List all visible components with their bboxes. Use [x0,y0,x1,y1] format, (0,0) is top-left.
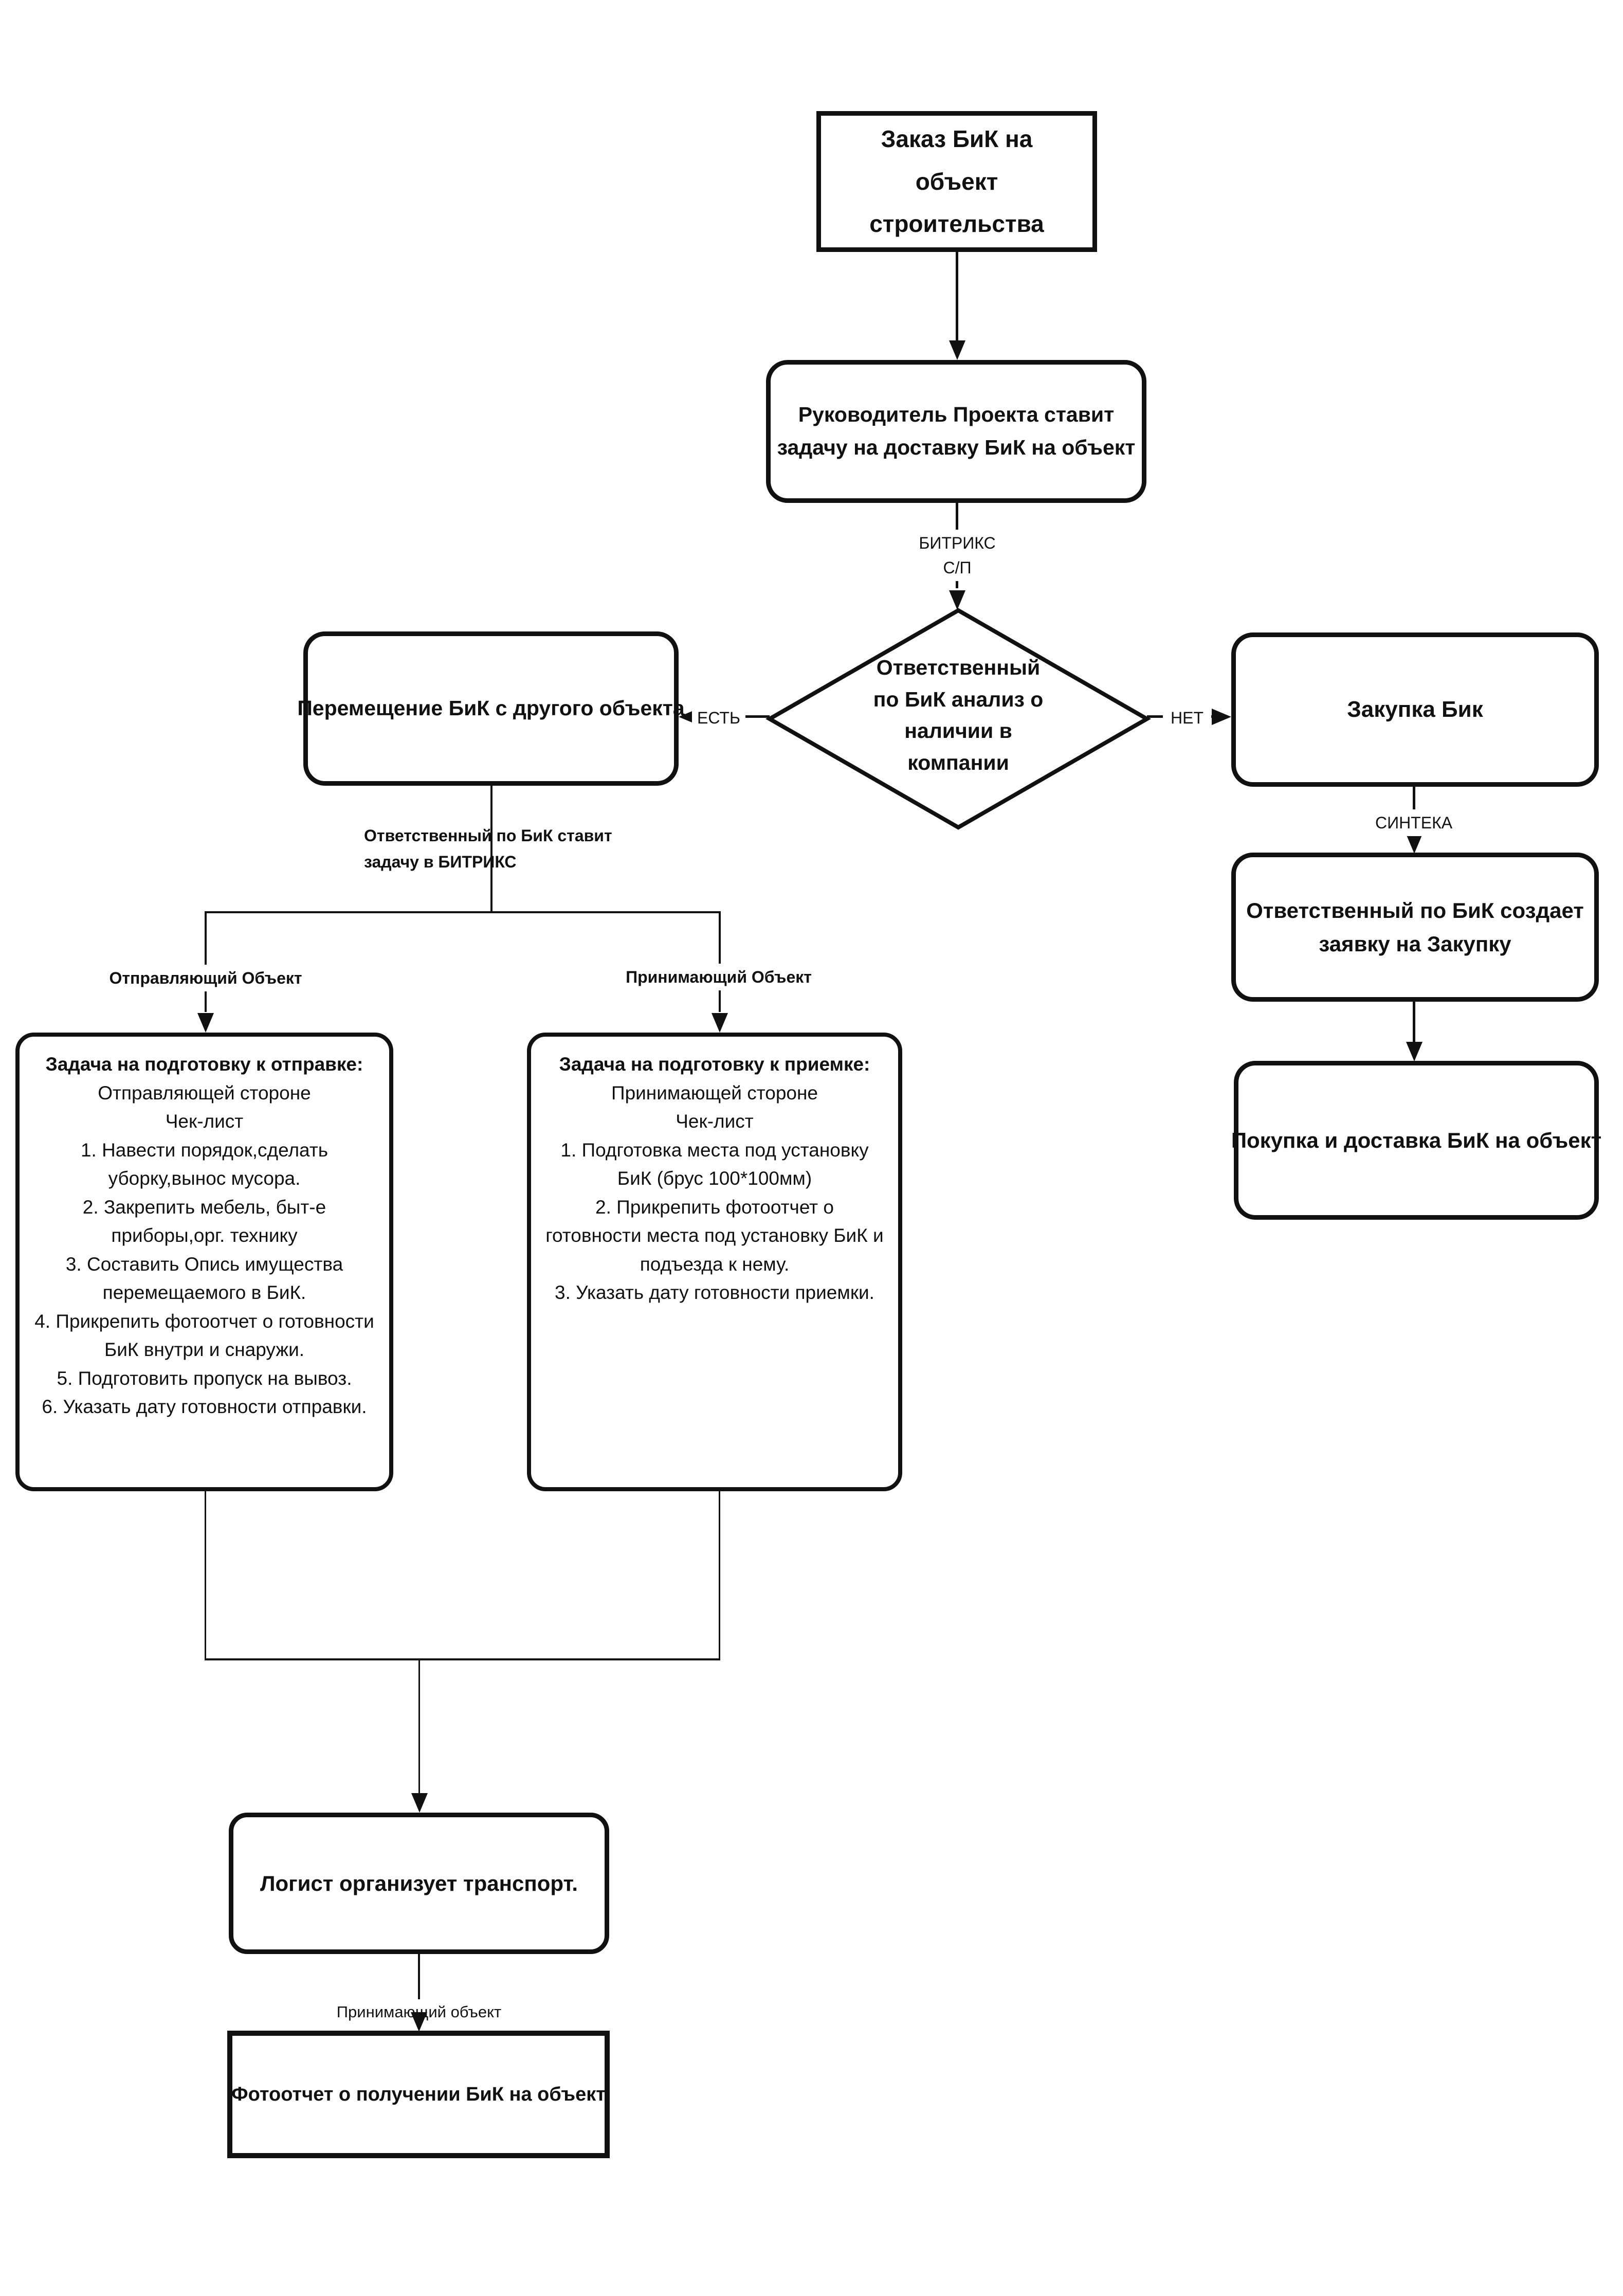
edge-start-pm [956,252,958,342]
node-move: Перемещение БиК с другого объекта [297,631,685,786]
send-checklist-listlabel: Чек-лист [165,1111,244,1132]
edge-split-left [205,913,207,1012]
arrowhead-no-icon [1212,709,1231,725]
edge-label-resp-task: Ответственный по БиК ставит задачу в БИТ… [364,826,612,872]
decision-diamond-shape [765,608,1152,830]
edge-merge-center [418,1660,420,1794]
arrowhead-receive-icon [712,1013,728,1033]
receive-checklist-subtitle: Принимающей стороне [611,1082,818,1104]
arrowhead-photo-icon [411,2012,427,2032]
receive-checklist-title: Задача на подготовку к приемке: [559,1054,870,1075]
arrowhead-start-pm-icon [949,340,965,360]
node-purchase: Закупка Бик [1231,632,1599,787]
purchase-delivery-label: Покупка и доставка БиК на объект [1231,1128,1602,1152]
edge-split-right [719,913,721,1012]
logistics-label: Логист организует транспорт. [260,1871,578,1895]
checklist-item: Подготовка места под установку БиК (брус… [545,1136,884,1193]
send-checklist-items: Навести порядок,сделать уборку,вынос мус… [34,1136,375,1421]
checklist-item: Навести порядок,сделать уборку,вынос мус… [34,1136,375,1193]
checklist-item: Прикрепить фотоотчет о готовности места … [545,1193,884,1279]
edge-move-split [490,786,493,912]
checklist-item: Составить Опись имущества перемещаемого … [34,1250,375,1307]
arrowhead-logistics-icon [411,1793,428,1813]
arrowhead-sinteka-icon [1406,834,1423,854]
edge-merge-left [205,1491,206,1660]
sp-line: С/П [943,558,972,577]
arrowhead-pm-decision-icon [949,590,965,610]
node-photo-report: Фотоотчет о получении БиК на объект [227,2031,610,2158]
pm-task-label: Руководитель Проекта ставит задачу на до… [777,403,1136,459]
checklist-item: Закрепить мебель, быт-е приборы,орг. тех… [34,1193,375,1250]
checklist-item: Указать дату готовности отправки. [34,1393,375,1421]
edge-label-receiving-object: Принимающий Объект [605,964,833,990]
arrowhead-request-delivery-icon [1406,1042,1423,1061]
edge-label-sending-object: Отправляющий Объект [92,965,320,991]
edge-request-delivery [1413,1002,1415,1043]
start-label: Заказ БиК на объект строительства [869,125,1044,238]
edge-label-bitrix: БИТРИКС С/П [896,530,1019,581]
checklist-item: Указать дату готовности приемки. [545,1278,884,1307]
edge-merge-horizontal [205,1658,720,1660]
purchase-request-label: Ответственный по БиК создает заявку на З… [1246,898,1584,956]
edge-label-sinteka: СИНТЕКА [1363,809,1464,836]
checklist-item: Прикрепить фотоотчет о готовности БиК вн… [34,1307,375,1364]
node-pm-task: Руководитель Проекта ставит задачу на до… [766,360,1146,503]
node-send-checklist: Задача на подготовку к отправке: Отправл… [15,1033,393,1491]
node-purchase-delivery: Покупка и доставка БиК на объект [1231,1061,1602,1220]
node-purchase-request: Ответственный по БиК создает заявку на З… [1231,853,1599,1002]
move-label: Перемещение БиК с другого объекта [297,696,685,720]
send-checklist-title: Задача на подготовку к отправке: [45,1054,363,1075]
receive-checklist-items: Подготовка места под установку БиК (брус… [545,1136,884,1307]
receive-checklist-listlabel: Чек-лист [676,1111,754,1132]
node-decision [762,606,1153,832]
edge-merge-right [719,1491,720,1660]
decision-label: Ответственный по БиК анализ о наличии в … [873,656,1044,774]
node-logistics: Логист организует транспорт. [229,1813,609,1954]
edge-label-yes: ЕСТЬ [692,704,745,731]
purchase-label: Закупка Бик [1347,696,1483,722]
node-receive-checklist: Задача на подготовку к приемке: Принимаю… [527,1033,902,1491]
edge-logistics-photo [418,1954,420,2000]
edge-label-no: НЕТ [1163,704,1211,731]
bitrix-line: БИТРИКС [919,534,996,552]
checklist-item: Подготовить пропуск на вывоз. [34,1364,375,1393]
photo-report-label: Фотоотчет о получении БиК на объект [231,2083,606,2105]
arrowhead-send-icon [197,1013,214,1033]
node-start: Заказ БиК на объект строительства [816,111,1097,252]
send-checklist-subtitle: Отправляющей стороне [98,1082,311,1104]
edge-split-horizontal [205,911,721,913]
